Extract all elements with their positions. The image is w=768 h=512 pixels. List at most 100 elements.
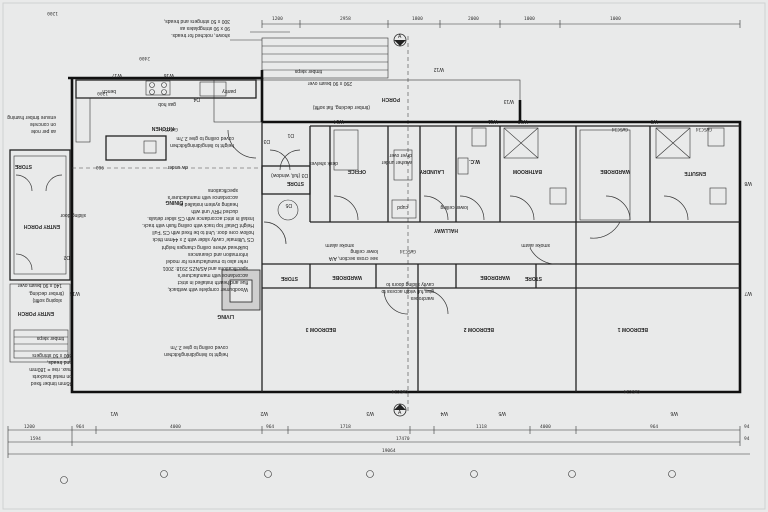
room-store-mid: STORE [286,180,304,186]
porch-steps [230,31,389,79]
note-bench: bench [102,88,116,94]
note-smoke-2: smoke alarm [521,242,550,248]
note-fireplace-2: flue and hearth installed in strict [177,279,248,285]
room-porch: PORCH [382,96,400,102]
note-joists-4: on metal brackets [32,373,72,379]
dim-total: 19064 [382,448,396,454]
shower-cross [503,127,539,159]
tag-w14: W14 [334,118,345,124]
note-cavity-2: give full width access to [381,288,434,294]
tag-w9: W9 [650,118,658,124]
store-mid-door-swing [269,149,291,171]
dim-b4: 964 [266,424,274,430]
tag-d3: D3 [263,138,270,144]
code-bottom-2: GWSC34 [623,388,640,394]
note-cupd: cupd [397,204,408,210]
note-joists-2: and treads, [47,359,72,365]
tag-w2: W2 [260,410,268,416]
note-kitchen-ceiling: coved ceiling to give 2.7m [176,135,234,141]
tag-w5: W5 [498,410,506,416]
wet-area-walls [309,126,651,222]
room-wardrobe-b3: WARDROBE [332,274,362,280]
bath-door-swing [509,195,535,221]
note-hrv-3: accordance with manufacturer's [167,194,238,200]
shower [503,127,539,159]
note-living-ceiling-2: height to living/dining/kitchen [164,351,228,357]
note-cupboard-3: Height Detail' top track with ceiling fl… [142,222,254,228]
code-top-1: GWSC34 [161,126,178,132]
bedroom-slider-swings [383,289,449,315]
top-dim-4: 2000 [468,16,479,22]
note-fireplace-1: Woodburner complete with wetback, [167,286,248,292]
office-desk [333,129,359,171]
note-entry-decking-2: sloping soffit) [32,297,62,303]
code-hall: GWSC34 [399,248,416,254]
tag-w11: W11 [488,118,498,124]
tag-d5: D5 [285,202,292,208]
note-post-4: as per note [31,128,56,134]
code-top-2: GWSC34 [611,126,628,132]
top-dim-5: 1000 [524,16,535,22]
note-dryer: dryer over [389,152,412,158]
room-store-b2: STORE [524,275,542,281]
section-marker-top [393,33,407,47]
wc-basin [457,157,469,175]
note-dw-under: dw under [167,164,188,170]
store-mid-door-swing-2 [279,149,301,171]
note-kitchen-ceiling-2: height to living/dining/kitchen [170,142,234,148]
tag-w1: W1 [110,410,118,416]
tag-w7: W7 [744,290,752,296]
wardrobe-top-shelving [579,129,631,221]
dim-c3: 94 [744,436,750,442]
note-section-ref: see cross section, A/A [328,255,378,261]
note-hrv-4: specifications [207,187,238,193]
kitchen-island [105,135,167,161]
note-timber-steps: timber steps [294,68,322,74]
room-wardrobe-b2: WARDROBE [480,274,510,280]
side-steps [13,329,69,359]
store-door-swing [263,221,287,245]
note-smoke-1: smoke alarm [325,242,354,248]
dim-b9: 94 [744,424,750,430]
room-kitchen: KITCHEN [151,125,174,131]
room-dining: DINING [165,199,183,205]
note-post: 140 x 90 beam over [17,282,62,288]
ensuite-pan [707,127,725,147]
room-laundry: LAUNDRY [419,168,444,174]
tag-w16: W16 [164,72,175,78]
tag-w15: W15 [70,290,81,296]
hrv-unit [277,199,299,221]
rotated-text-layer: LIVING KITCHEN DINING ENTRY PORCH ENTRY … [7,10,752,416]
note-stringers-3: shown, notched for treads. [171,32,230,38]
wardrobe-door-swing [605,195,631,221]
note-fireplace-3: accordance with manufacturer's [177,272,248,278]
hall-door-swings [529,221,621,265]
entry-porch-outline [9,149,71,281]
dim-r2: 2400 [139,55,150,61]
room-bedroom3: BEDROOM 3 [306,326,337,332]
bottom-dimension-lines [7,426,750,458]
dim-b1: 1200 [24,424,35,430]
tag-w3: W3 [366,410,374,416]
bedroom-walls [262,222,740,392]
entry-door-swing-2 [45,174,63,192]
note-entry-decking: (timber decking, [28,290,64,296]
dim-c1: 1594 [30,436,41,442]
tag-w6: W6 [670,410,678,416]
room-bedroom2: BEDROOM 2 [464,326,495,332]
ensuite-shower-cross [655,127,691,159]
side-porch [9,283,71,363]
note-fireplace-5: refer also to manufacturers for model [166,258,248,264]
note-joists-5: 45mm timber fixed [31,380,72,386]
note-cupboard-4: Install in strict accordance with CS sli… [147,215,254,221]
ensuite-door-swing [663,195,689,221]
note-porch-bearer: 290 x 90 beam over [307,80,352,86]
entry-porch-inner [13,155,67,275]
kitchen-bench [75,79,257,143]
laundry-cupboard [391,199,417,219]
entry-door-swing [15,174,33,192]
tag-w8: W8 [744,180,752,186]
